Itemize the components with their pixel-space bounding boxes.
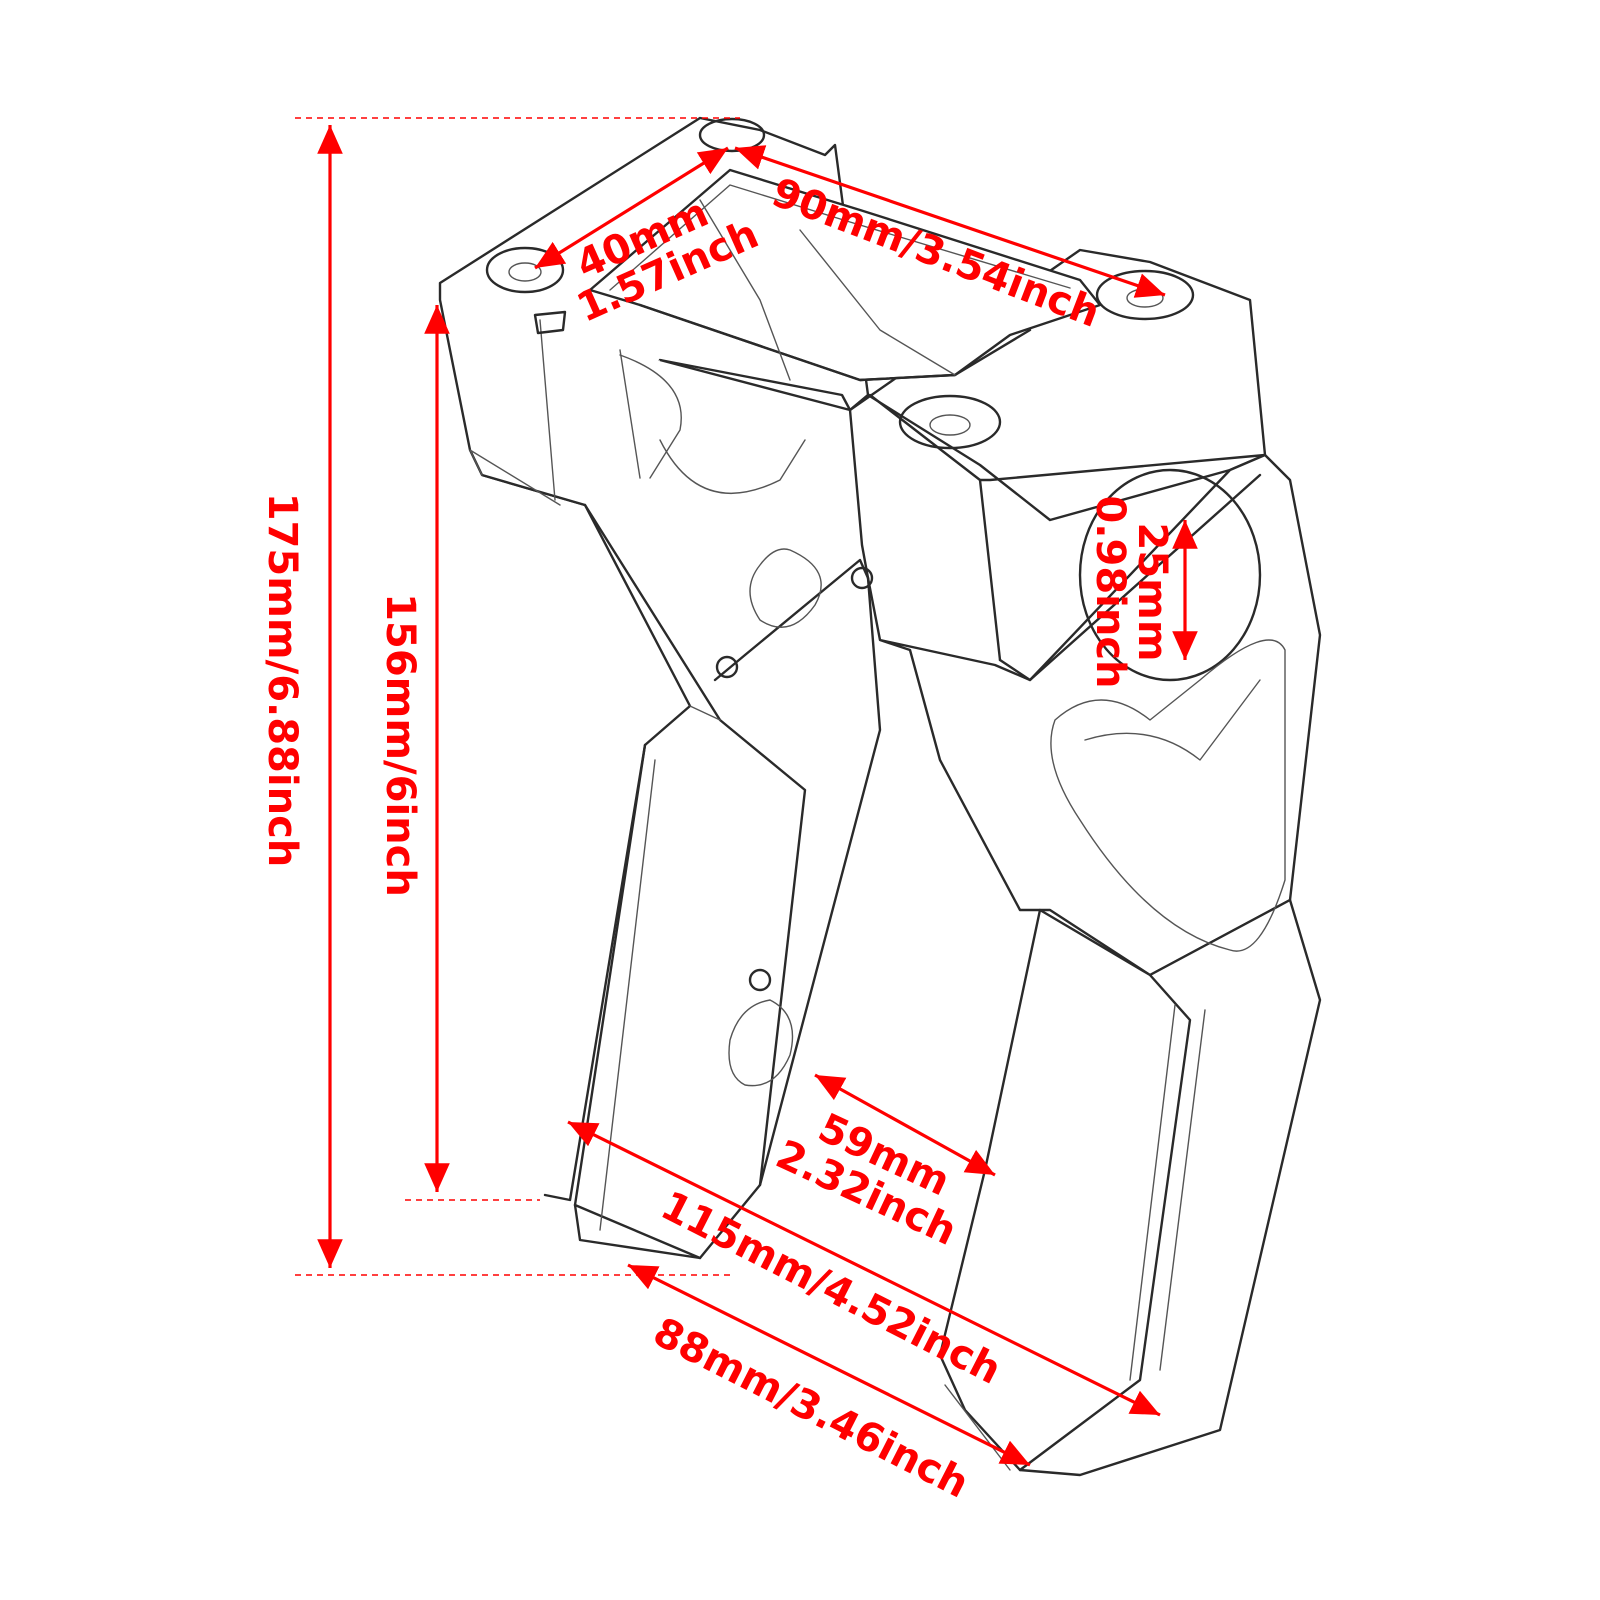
clamp-diameter-mm-label: 25mm xyxy=(1129,522,1175,661)
clamp-diameter-inch-label: 0.98inch xyxy=(1087,495,1133,688)
handlebar-riser-drawing xyxy=(438,116,1322,1477)
overall-height-label: 175mm/6.88inch xyxy=(259,493,305,868)
right-riser xyxy=(848,248,1322,1477)
riser-height-label: 156mm/6inch xyxy=(377,593,423,897)
top-width-arrow xyxy=(534,146,729,270)
top-length-arrow xyxy=(734,145,1166,298)
base-width-arrow xyxy=(627,1263,1031,1467)
